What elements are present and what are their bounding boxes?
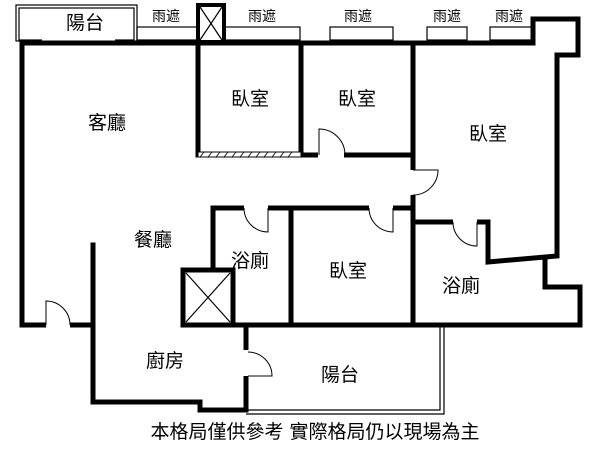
room-label-bathroom-1: 浴廁 xyxy=(231,249,269,272)
room-label-kitchen: 廚房 xyxy=(146,349,184,372)
room-label-balcony-bottom: 陽台 xyxy=(321,364,359,386)
room-label-bedroom-master: 臥室 xyxy=(469,123,507,145)
room-label-bedroom-4: 臥室 xyxy=(329,260,367,282)
canopy-label: 雨遮 xyxy=(152,9,180,25)
room-label-dining-room: 餐廳 xyxy=(134,229,172,251)
canopy-label: 雨遮 xyxy=(433,9,461,25)
room-label-bedroom-2: 臥室 xyxy=(338,88,376,110)
disclaimer-note: 本格局僅供參考 實際格局仍以現場為主 xyxy=(150,421,479,443)
walls xyxy=(19,16,583,415)
canopy-label: 雨遮 xyxy=(495,9,523,25)
canopy-label: 雨遮 xyxy=(248,9,276,25)
canopy-label: 雨遮 xyxy=(344,9,372,25)
room-label-balcony-top: 陽台 xyxy=(66,12,104,34)
room-label-living-room: 客廳 xyxy=(88,112,126,134)
room-label-bathroom-2: 浴廁 xyxy=(442,274,480,297)
doors xyxy=(45,128,478,377)
shaft-top xyxy=(196,3,226,44)
room-label-bedroom-1: 臥室 xyxy=(231,88,269,110)
